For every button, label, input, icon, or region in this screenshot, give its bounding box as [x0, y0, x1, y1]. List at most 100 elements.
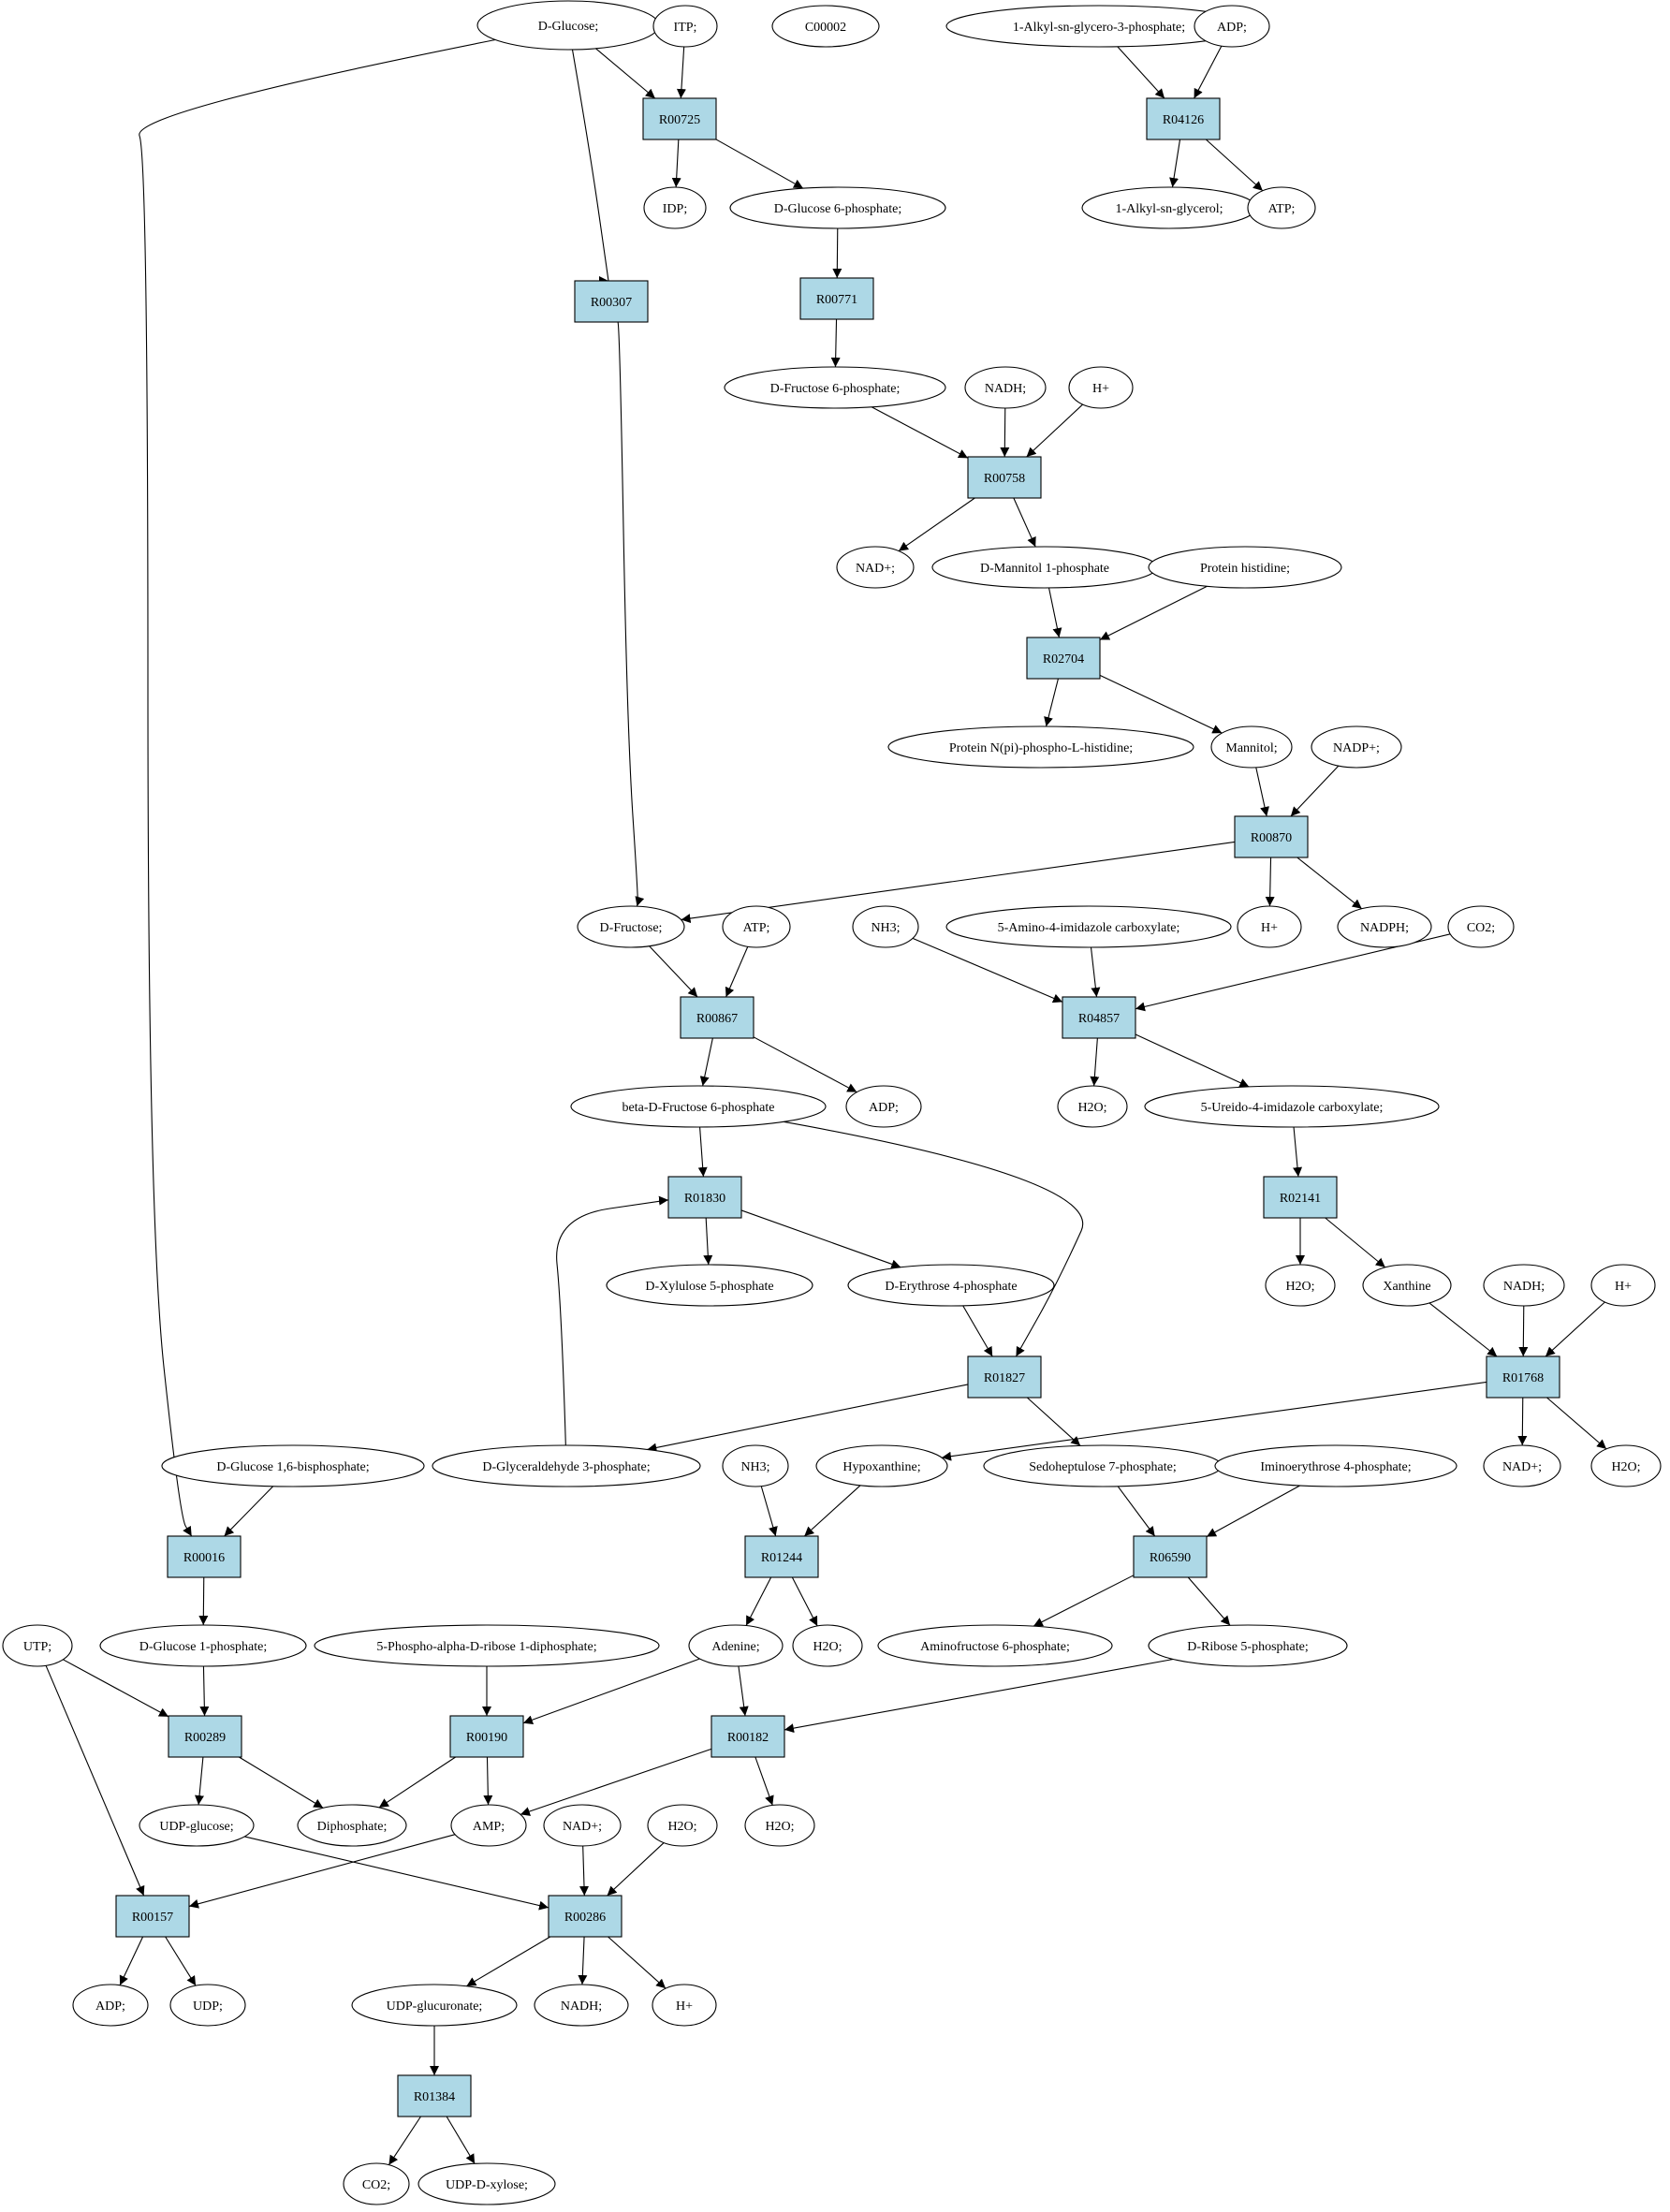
- compound-node-uic[interactable]: 5-Ureido-4-imidazole carboxylate;: [1144, 1085, 1440, 1128]
- compound-node-nadh_a[interactable]: NADH;: [964, 366, 1047, 409]
- compound-node-co2_b[interactable]: CO2;: [343, 2162, 410, 2205]
- compound-node-hyp[interactable]: Hypoxanthine;: [815, 1444, 948, 1487]
- reaction-node-r01830[interactable]: R01830: [667, 1176, 742, 1219]
- compound-node-idp[interactable]: IDP;: [643, 186, 707, 229]
- compound-node-hp_a[interactable]: H+: [1068, 366, 1134, 409]
- compound-node-f6p[interactable]: D-Fructose 6-phosphate;: [724, 366, 946, 409]
- reaction-node-r04126[interactable]: R04126: [1146, 97, 1221, 140]
- compound-node-h2o_b[interactable]: H2O;: [1265, 1264, 1336, 1307]
- edge-nh3_a-to-r04857: [912, 937, 1063, 1003]
- compound-node-hp_d[interactable]: H+: [652, 1984, 717, 2027]
- compound-node-hp_b[interactable]: H+: [1237, 905, 1302, 948]
- compound-node-co2_a[interactable]: CO2;: [1447, 905, 1515, 948]
- compound-node-atp_a[interactable]: ATP;: [1247, 186, 1316, 229]
- edge-r06590-to-af6p: [1033, 1575, 1135, 1627]
- compound-node-adp_b[interactable]: ADP;: [845, 1085, 922, 1128]
- reaction-node-r02141[interactable]: R02141: [1263, 1176, 1338, 1219]
- compound-node-nh3_a[interactable]: NH3;: [852, 905, 919, 948]
- compound-node-fru[interactable]: D-Fructose;: [577, 905, 685, 948]
- compound-node-glc[interactable]: D-Glucose;: [476, 0, 660, 51]
- compound-node-h2o_c[interactable]: H2O;: [1590, 1444, 1662, 1487]
- reaction-node-r00758[interactable]: R00758: [967, 456, 1042, 499]
- compound-node-phis[interactable]: Protein histidine;: [1148, 546, 1342, 589]
- compound-node-pnphis[interactable]: Protein N(pi)-phospho-L-histidine;: [887, 725, 1194, 769]
- reaction-node-r01768[interactable]: R01768: [1486, 1355, 1560, 1399]
- compound-node-adp_c[interactable]: ADP;: [72, 1984, 149, 2027]
- reaction-node-r00289[interactable]: R00289: [168, 1715, 242, 1758]
- compound-node-bf6p[interactable]: beta-D-Fructose 6-phosphate: [570, 1085, 827, 1128]
- compound-node-ga3p[interactable]: D-Glyceraldehyde 3-phosphate;: [432, 1444, 701, 1487]
- reaction-node-r00286[interactable]: R00286: [548, 1895, 623, 1938]
- compound-node-aic[interactable]: 5-Amino-4-imidazole carboxylate;: [945, 905, 1232, 948]
- compound-node-h2o_a[interactable]: H2O;: [1057, 1085, 1128, 1128]
- compound-node-c00002[interactable]: C00002: [771, 5, 880, 48]
- compound-node-hp_c[interactable]: H+: [1590, 1264, 1656, 1307]
- compound-node-nadph[interactable]: NADPH;: [1337, 905, 1432, 948]
- reaction-node-r00016[interactable]: R00016: [167, 1535, 242, 1578]
- compound-node-ade[interactable]: Adenine;: [688, 1624, 784, 1667]
- reaction-node-r00190[interactable]: R00190: [449, 1715, 524, 1758]
- compound-node-af6p[interactable]: Aminofructose 6-phosphate;: [877, 1624, 1113, 1667]
- compound-ellipse: [99, 1624, 307, 1667]
- compound-node-g1p[interactable]: D-Glucose 1-phosphate;: [99, 1624, 307, 1667]
- compound-node-h2o_e[interactable]: H2O;: [647, 1804, 718, 1847]
- compound-node-atp_b[interactable]: ATP;: [722, 905, 791, 948]
- compound-node-adp_a[interactable]: ADP;: [1194, 5, 1270, 48]
- edge-r00758-to-m1p: [1013, 497, 1036, 548]
- compound-node-h2o_f[interactable]: H2O;: [744, 1804, 815, 1847]
- compound-node-udpg[interactable]: UDP-glucose;: [139, 1804, 255, 1847]
- compound-node-prpp[interactable]: 5-Phospho-alpha-D-ribose 1-diphosphate;: [314, 1624, 660, 1667]
- compound-node-alkg[interactable]: 1-Alkyl-sn-glycerol;: [1081, 186, 1257, 229]
- reaction-node-r04857[interactable]: R04857: [1062, 996, 1136, 1039]
- reaction-node-r02704[interactable]: R02704: [1026, 637, 1101, 680]
- edge-ade-to-r00182: [738, 1665, 749, 1717]
- reaction-node-r00725[interactable]: R00725: [642, 97, 717, 140]
- compound-node-m1p[interactable]: D-Mannitol 1-phosphate: [931, 546, 1158, 589]
- node-label: NAD+;: [1502, 1460, 1542, 1474]
- compound-node-alkgp[interactable]: 1-Alkyl-sn-glycero-3-phosphate;: [945, 5, 1252, 48]
- reaction-node-r00771[interactable]: R00771: [799, 277, 874, 320]
- compound-node-nh3_b[interactable]: NH3;: [722, 1444, 789, 1487]
- compound-node-r5p[interactable]: D-Ribose 5-phosphate;: [1148, 1624, 1348, 1667]
- compound-node-udpglcua[interactable]: UDP-glucuronate;: [351, 1984, 518, 2027]
- compound-node-nadp_b[interactable]: NAD+;: [1483, 1444, 1561, 1487]
- compound-node-nadh_c[interactable]: NADH;: [534, 1984, 629, 2027]
- reaction-node-r01384[interactable]: R01384: [397, 2074, 472, 2117]
- compound-node-x5p[interactable]: D-Xylulose 5-phosphate: [606, 1264, 813, 1307]
- node-label: D-Mannitol 1-phosphate: [980, 562, 1109, 576]
- compound-node-udp[interactable]: UDP;: [169, 1984, 246, 2027]
- compound-node-udpxyl[interactable]: UDP-D-xylose;: [418, 2162, 556, 2205]
- compound-node-utp[interactable]: UTP;: [2, 1624, 73, 1667]
- compound-node-g16bp[interactable]: D-Glucose 1,6-bisphosphate;: [161, 1444, 425, 1487]
- reaction-node-r06590[interactable]: R06590: [1133, 1535, 1208, 1578]
- reaction-node-r00870[interactable]: R00870: [1234, 815, 1309, 858]
- node-label: AMP;: [473, 1820, 505, 1834]
- compound-node-g6p[interactable]: D-Glucose 6-phosphate;: [729, 186, 946, 229]
- compound-node-nadp_c[interactable]: NAD+;: [543, 1804, 622, 1847]
- compound-node-nadh_b[interactable]: NADH;: [1483, 1264, 1565, 1307]
- compound-node-mannitol[interactable]: Mannitol;: [1210, 725, 1293, 769]
- compound-node-s7p[interactable]: Sedoheptulose 7-phosphate;: [983, 1444, 1223, 1487]
- compound-node-amp[interactable]: AMP;: [450, 1804, 527, 1847]
- compound-node-nadpp[interactable]: NADP+;: [1311, 725, 1402, 769]
- reaction-node-r01244[interactable]: R01244: [744, 1535, 819, 1578]
- edge-nh3_b-to-r01244: [760, 1486, 778, 1537]
- reaction-box: [967, 456, 1042, 499]
- compound-node-ppi[interactable]: Diphosphate;: [297, 1804, 407, 1847]
- reaction-node-r00182[interactable]: R00182: [710, 1715, 785, 1758]
- compound-node-nadp_a[interactable]: NAD+;: [836, 546, 915, 589]
- reaction-node-r00157[interactable]: R00157: [115, 1895, 190, 1938]
- reaction-box: [1486, 1355, 1560, 1399]
- compound-node-xan[interactable]: Xanthine: [1362, 1264, 1452, 1307]
- compound-node-h2o_d[interactable]: H2O;: [792, 1624, 863, 1667]
- compound-ellipse: [450, 1804, 527, 1847]
- node-label: NH3;: [740, 1460, 769, 1474]
- compound-node-e4p[interactable]: D-Erythrose 4-phosphate: [847, 1264, 1055, 1307]
- compound-node-ie4p[interactable]: Iminoerythrose 4-phosphate;: [1214, 1444, 1458, 1487]
- reaction-node-r00867[interactable]: R00867: [680, 996, 754, 1039]
- reaction-node-r01827[interactable]: R01827: [967, 1355, 1042, 1399]
- compound-ellipse: [652, 1984, 717, 2027]
- compound-node-itp[interactable]: ITP;: [652, 5, 718, 48]
- reaction-node-r00307[interactable]: R00307: [574, 280, 649, 323]
- edge-r01827-to-s7p: [1026, 1397, 1081, 1446]
